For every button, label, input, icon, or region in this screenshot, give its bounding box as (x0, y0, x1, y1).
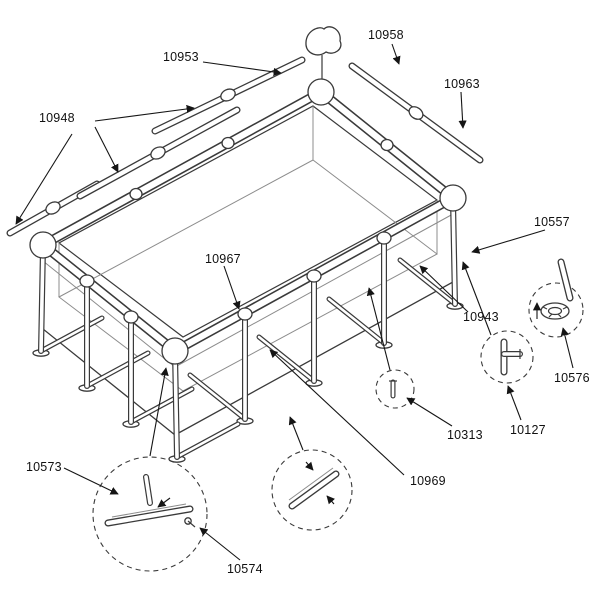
part-label-10313: 10313 (447, 428, 483, 442)
rail-sleeve (45, 201, 61, 215)
part-label-10574: 10574 (227, 562, 263, 576)
detail-circle-foot (92, 456, 208, 572)
part-label-10953: 10953 (163, 50, 199, 64)
part-label-10967: 10967 (205, 252, 241, 266)
part-label-10969: 10969 (410, 474, 446, 488)
part-label-10943: 10943 (463, 310, 499, 324)
part-label-10958: 10958 (368, 28, 404, 42)
rim-tee-sleeves (79, 136, 394, 324)
exploded-top-rails (10, 60, 480, 233)
part-label-10573: 10573 (26, 460, 62, 474)
rail-sleeve (220, 88, 236, 102)
part-label-10576: 10576 (554, 371, 590, 385)
leader-lines (15, 43, 574, 561)
rail-sleeve (150, 146, 166, 160)
rail-sleeve (408, 106, 424, 120)
part-label-10127: 10127 (510, 423, 546, 437)
part-label-10963: 10963 (444, 77, 480, 91)
part-label-10948: 10948 (39, 111, 75, 125)
detail-circle-tee (480, 330, 534, 384)
detail-circle-plug (375, 369, 415, 409)
corner-joints (29, 78, 467, 365)
detail-circle-cap (528, 262, 584, 338)
corner-cap-piece (305, 26, 342, 80)
part-label-10557: 10557 (534, 215, 570, 229)
pool-frame (29, 78, 467, 463)
detail-circle-brace (271, 449, 353, 531)
